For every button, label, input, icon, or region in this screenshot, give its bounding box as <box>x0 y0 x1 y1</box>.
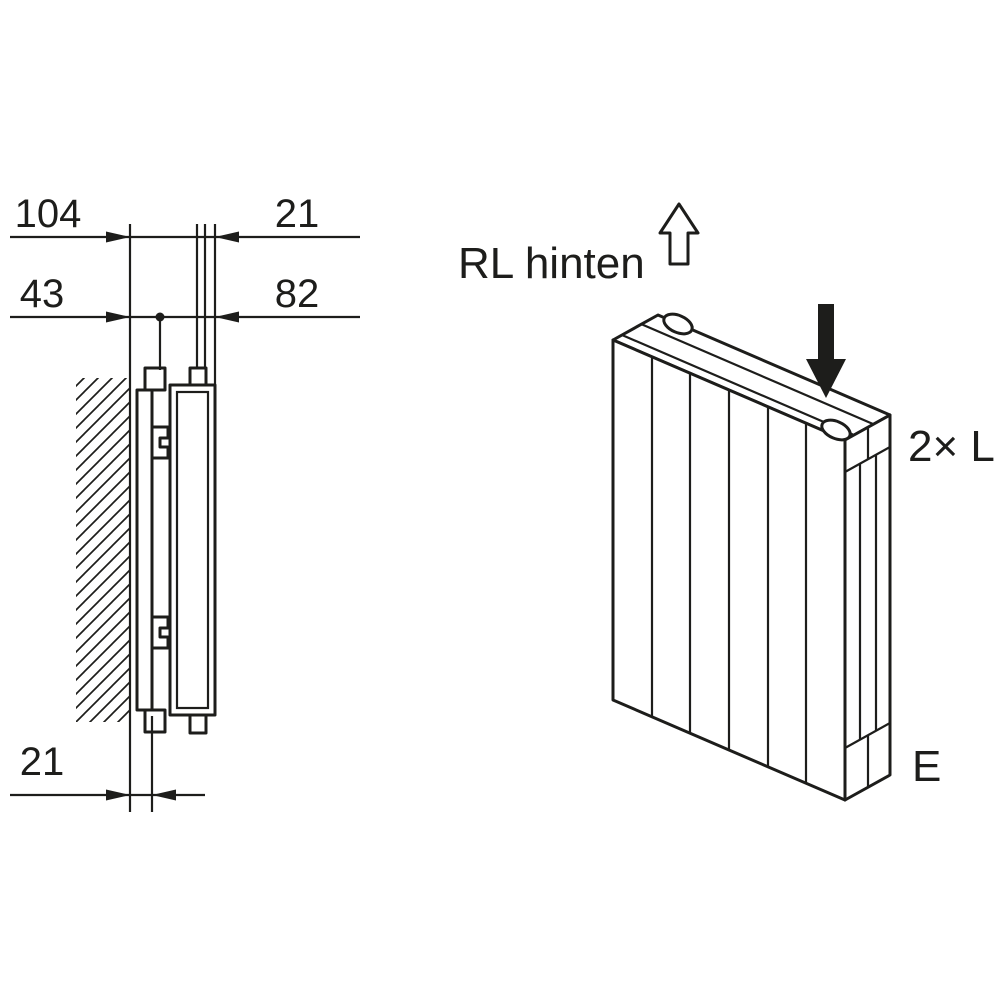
panel-seam-lines <box>650 356 808 784</box>
arrowhead-icon <box>152 789 176 801</box>
radiator-end-profile <box>843 413 892 802</box>
radiator-panel-inner <box>175 390 210 710</box>
dimension-row-top: 104 21 <box>10 192 360 243</box>
wall-hatch <box>76 378 130 722</box>
dim-82-label: 82 <box>275 272 320 316</box>
isometric-view: RL hinten 2× L E <box>458 202 995 802</box>
arrowhead-icon <box>106 311 130 323</box>
bracket-count-label: 2× L <box>908 422 995 471</box>
up-arrow-icon <box>658 202 700 266</box>
connection-plug-icon <box>662 312 694 336</box>
dim-21-bottom-label: 21 <box>20 740 65 784</box>
dim-21-top-label: 21 <box>275 192 320 236</box>
radiator-top-lug <box>188 366 208 387</box>
arrowhead-icon <box>215 231 239 243</box>
dimension-row-second: 43 82 <box>10 272 360 323</box>
radiator-bottom-lug <box>188 713 208 735</box>
mounting-bracket <box>135 366 170 734</box>
bracket-top-tab <box>143 366 167 392</box>
bracket-hook-bottom <box>150 615 170 650</box>
radiator-section <box>168 366 217 735</box>
down-arrow-icon <box>806 304 846 398</box>
top-face-edge-line <box>621 333 855 437</box>
dim-104-label: 104 <box>15 192 82 236</box>
dimension-row-bottom: 21 <box>10 740 205 801</box>
arrowhead-icon <box>106 789 130 801</box>
top-face-edge-line <box>640 322 874 426</box>
connection-plug-icon <box>820 418 852 442</box>
side-section-view: 104 21 43 82 21 <box>10 192 360 812</box>
bracket-hook-top <box>150 425 170 460</box>
end-label: E <box>912 742 941 791</box>
dimension-dot <box>155 312 165 322</box>
bracket-bottom-tab <box>143 708 167 734</box>
arrowhead-icon <box>215 311 239 323</box>
arrowhead-icon <box>106 231 130 243</box>
connection-label: RL hinten <box>458 239 645 288</box>
dim-43-label: 43 <box>20 272 65 316</box>
